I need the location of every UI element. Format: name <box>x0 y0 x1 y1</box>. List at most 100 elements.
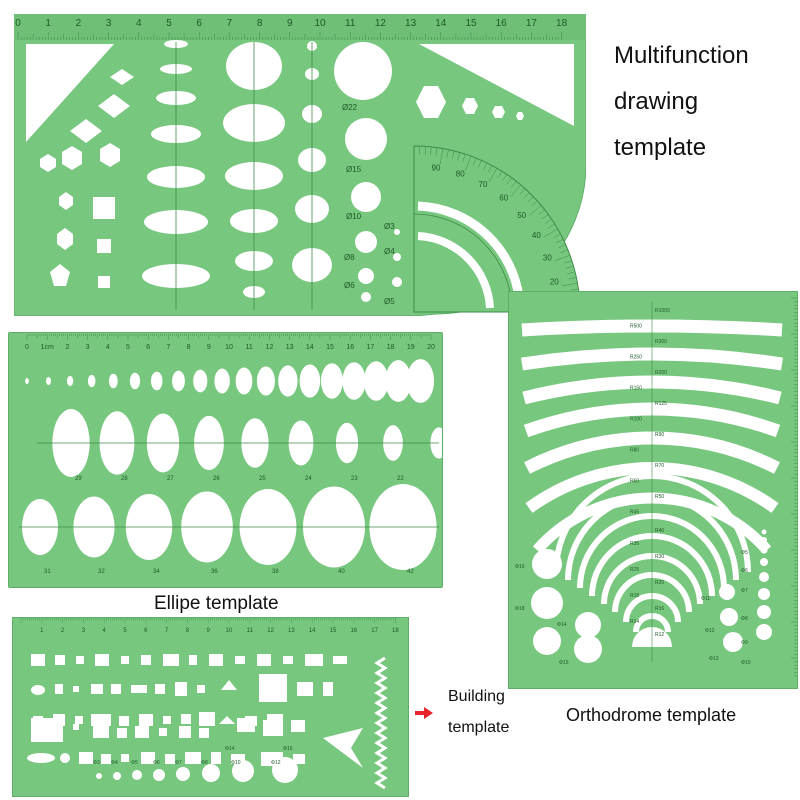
ellipse-cutout <box>150 371 163 391</box>
caption-building-line1: Building <box>448 688 505 705</box>
ruler-number: 13 <box>286 344 294 351</box>
ellipse-cutout <box>299 364 321 398</box>
ruler-number: 12 <box>266 344 274 351</box>
ruler-number: 19 <box>407 344 415 351</box>
protractor-label: 60 <box>499 194 508 203</box>
ruler-number: 13 <box>288 628 295 634</box>
circle-size-label: Φ7 <box>175 760 182 766</box>
circle-size-label: Ø3 <box>384 222 395 231</box>
arc-radius-label: R80 <box>630 448 639 454</box>
ruler-number: 4 <box>103 628 107 634</box>
protractor-label: 40 <box>532 231 541 240</box>
circle-size-label: Φ7 <box>741 588 748 594</box>
arc-radius-label: R16 <box>655 606 664 612</box>
ellipse-size-label: 24 <box>305 476 312 482</box>
ruler-number: 10 <box>314 18 326 29</box>
circle-size-label: Φ15 <box>559 660 569 666</box>
circle-cutout <box>723 632 743 652</box>
ruler-number: 8 <box>186 628 190 634</box>
ellipse-size-label: 28 <box>121 476 128 482</box>
ruler-number: 10 <box>226 628 233 634</box>
ellipse-cutout <box>87 374 96 388</box>
ellipse-size-label: 29 <box>75 476 82 482</box>
ellipse-cutout <box>406 359 435 403</box>
circle-cutout <box>531 587 563 619</box>
ellipse-cutout <box>193 369 208 393</box>
caption-building-line2: template <box>448 719 510 736</box>
ruler-number: 2 <box>76 18 82 29</box>
ruler-number: 14 <box>435 18 447 29</box>
arc-radius-label: R20 <box>655 580 664 586</box>
ruler-number: 5 <box>166 18 172 29</box>
circle-size-label: Ø10 <box>346 212 362 221</box>
circle-size-label: Ø15 <box>346 165 362 174</box>
ellipse-size-label: 42 <box>407 569 414 575</box>
ruler-number: 9 <box>207 344 211 351</box>
ellipse-cutout <box>108 373 118 389</box>
circle-size-label: Φ3 <box>93 760 100 766</box>
ellipse-cutout <box>66 375 74 387</box>
ellipse-cutout <box>278 365 298 397</box>
circle-cutout <box>719 584 735 600</box>
ruler-number: 18 <box>556 18 568 29</box>
circle-cutout <box>574 635 602 663</box>
ruler-number: 3 <box>86 344 90 351</box>
ruler-number: 10 <box>225 344 233 351</box>
ellipse-size-label: 22 <box>397 476 404 482</box>
ruler-number: 7 <box>166 344 170 351</box>
circle-size-label: Φ16 <box>515 564 525 570</box>
circle-cutout <box>575 612 601 638</box>
circle-size-label: Φ13 <box>709 656 719 662</box>
caption-multifunction-line2: drawing <box>614 88 699 115</box>
ruler-number: 8 <box>187 344 191 351</box>
ellipse-cutout <box>363 361 389 401</box>
circle-size-label: Ø5 <box>384 297 395 306</box>
ruler-number: 2 <box>65 344 69 351</box>
protractor-label: 70 <box>479 180 488 189</box>
ruler-number: 18 <box>387 344 395 351</box>
ellipse-size-label: 34 <box>153 569 160 575</box>
circle-cutout <box>532 549 562 579</box>
circle-size-label: Ø6 <box>344 281 355 290</box>
arc-radius-label: R30 <box>655 554 664 560</box>
right-arrow-icon <box>415 707 433 719</box>
ruler-number: 2 <box>61 628 65 634</box>
circle-size-label: Φ6 <box>153 760 160 766</box>
arc-radius-label: R25 <box>630 567 639 573</box>
circle-size-label: Φ9 <box>741 640 748 646</box>
protractor-label: 30 <box>543 253 552 262</box>
circle-cutout <box>760 558 768 566</box>
protractor-label: 90 <box>432 164 441 173</box>
circle-cutout <box>533 627 561 655</box>
circle-cutout <box>757 605 771 619</box>
ellipse-cutout <box>320 363 343 399</box>
circle-size-label: Φ4 <box>111 760 118 766</box>
circle-cutout <box>720 608 738 626</box>
ellipse-cutout <box>214 368 230 394</box>
ellipse-cutout <box>129 372 141 390</box>
circle-size-label: Φ5 <box>131 760 138 766</box>
ruler-number: 6 <box>144 628 148 634</box>
arc-radius-label: R60 <box>630 479 639 485</box>
ellipse-size-label: 40 <box>338 569 345 575</box>
ruler-number: 5 <box>123 628 127 634</box>
arc-radius-label: R250 <box>630 355 642 361</box>
ruler-number: 0 <box>15 18 21 29</box>
circle-size-label: Ø8 <box>344 253 355 262</box>
ruler-number: 0 <box>25 344 29 351</box>
arc-radius-label: R70 <box>655 463 664 469</box>
ruler-number: 8 <box>257 18 263 29</box>
ruler-number: 15 <box>330 628 337 634</box>
ruler-number: 15 <box>326 344 334 351</box>
ellipse-size-label: 25 <box>259 476 266 482</box>
circle-size-label: Ø22 <box>342 103 358 112</box>
arc-radius-label: R45 <box>630 510 639 516</box>
circle-cutout <box>756 624 772 640</box>
arc-radius-label: R40 <box>655 528 664 534</box>
ruler-number: 4 <box>106 344 110 351</box>
